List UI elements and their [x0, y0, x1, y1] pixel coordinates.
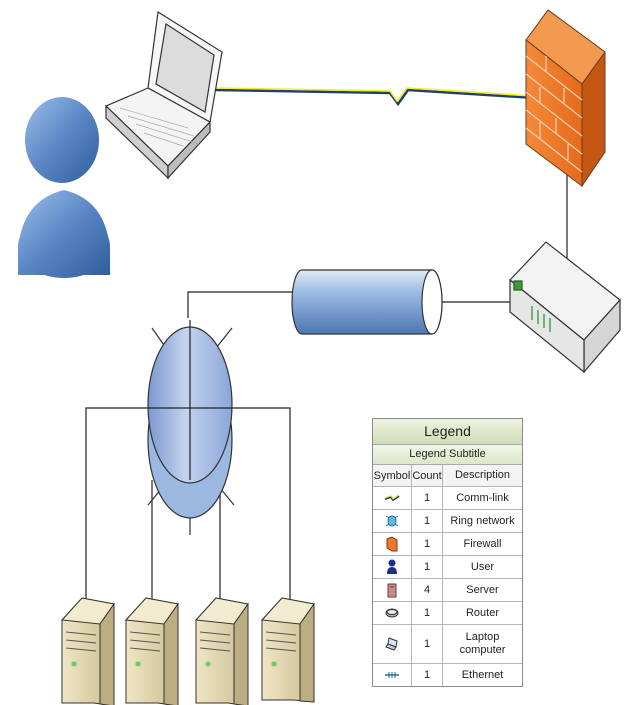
legend-description: Firewall: [442, 532, 522, 556]
legend-row: 1 Laptop computer: [373, 624, 522, 664]
legend-table: Symbol Count Description 1 Comm-link 1 R…: [373, 465, 522, 686]
legend-header-symbol: Symbol: [373, 465, 412, 487]
pipe-ring-link: [187, 291, 295, 318]
legend-description: Server: [442, 578, 522, 602]
legend-count: 1: [411, 624, 443, 664]
legend-row: 1 User: [373, 555, 522, 579]
legend-row: 1 Router: [373, 601, 522, 625]
ethernet-icon: [385, 672, 399, 679]
comm-link-icon: [384, 494, 400, 502]
firewall-icon: [386, 536, 398, 552]
laptop-icon: [104, 10, 223, 180]
legend-count: 4: [411, 578, 443, 602]
firewall-icon: [525, 9, 606, 188]
legend-description: Ring network: [442, 509, 522, 533]
router-icon: [385, 608, 399, 618]
server-1: [60, 597, 115, 705]
legend-row: 1 Comm-link: [373, 486, 522, 510]
user-icon: [18, 97, 110, 278]
legend-description: User: [442, 555, 522, 579]
legend-title: Legend: [373, 419, 522, 445]
router-icon: [509, 241, 621, 374]
legend-count: 1: [411, 509, 443, 533]
legend-count: 1: [411, 601, 443, 625]
server-3: [194, 597, 249, 705]
ring-network-icon: [147, 320, 235, 535]
bus-left: [85, 407, 150, 602]
legend-count: 1: [411, 663, 443, 686]
legend-row: 1 Firewall: [373, 532, 522, 556]
legend-count: 1: [411, 555, 443, 579]
legend-description: Comm-link: [442, 486, 522, 510]
legend-row: 1 Ethernet: [373, 663, 522, 686]
legend-description: Router: [442, 601, 522, 625]
user-icon: [387, 559, 397, 574]
legend-count: 1: [411, 532, 443, 556]
legend-subtitle: Legend Subtitle: [373, 445, 522, 465]
ring-network-icon: [385, 515, 399, 527]
legend-count: 1: [411, 486, 443, 510]
legend-description: Ethernet: [442, 663, 522, 686]
comm-link: [214, 87, 568, 107]
legend-row: 1 Ring network: [373, 509, 522, 533]
legend-header-count: Count: [411, 465, 443, 487]
ethernet-pipe-icon: [291, 269, 443, 335]
server-2: [124, 597, 179, 705]
server-4: [260, 597, 315, 703]
bus-right: [230, 407, 291, 602]
laptop-icon: [385, 637, 398, 651]
legend-description: Laptop computer: [442, 624, 522, 664]
legend-header-description: Description: [442, 465, 522, 487]
server-icon: [387, 583, 397, 598]
legend: Legend Legend Subtitle Symbol Count Desc…: [372, 418, 523, 687]
legend-header-row: Symbol Count Description: [373, 465, 522, 487]
legend-row: 4 Server: [373, 578, 522, 602]
